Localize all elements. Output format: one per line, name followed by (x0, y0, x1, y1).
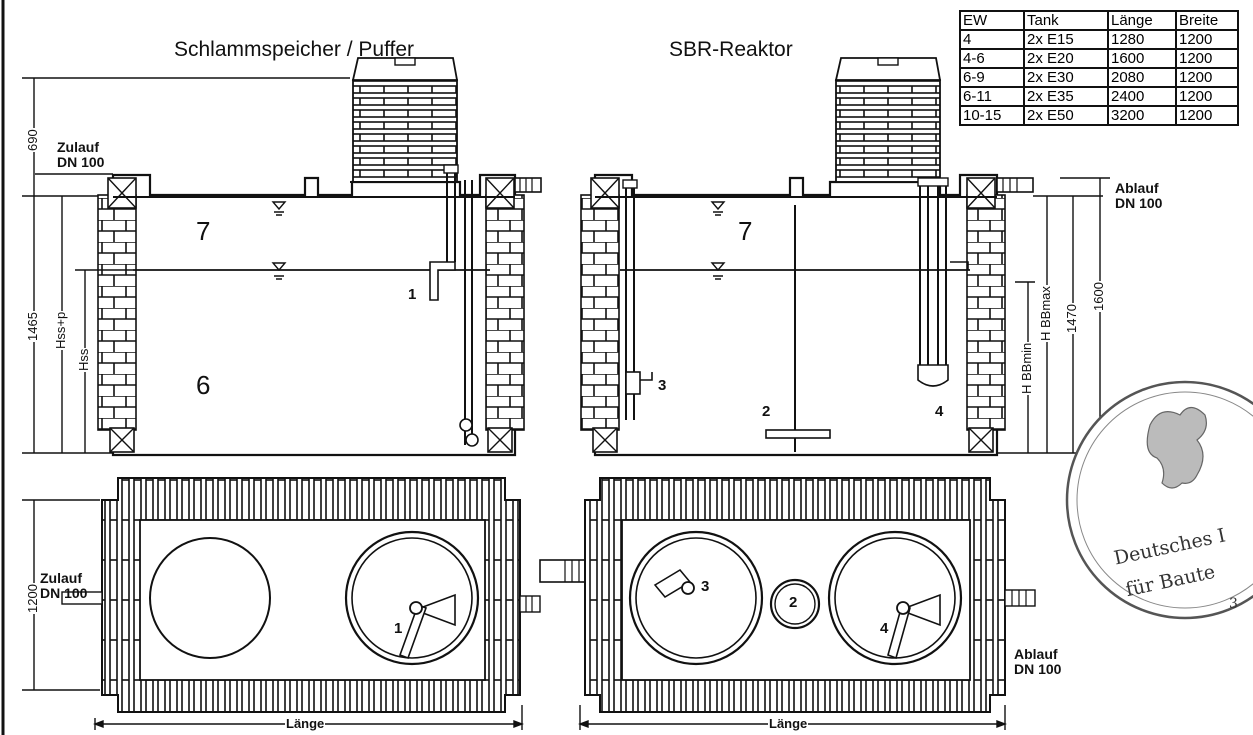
zone-7-right: 7 (738, 216, 753, 246)
table-cell: 2x E20 (1023, 48, 1109, 69)
right-tank-top-view (584, 477, 1036, 713)
table-cell: 2x E35 (1023, 86, 1109, 107)
component-4-top: 4 (880, 620, 889, 637)
table-cell: 4 (959, 29, 1025, 50)
table-cell: 1280 (1107, 29, 1177, 50)
outlet-text: Ablauf (1115, 180, 1159, 196)
outlet-dn-text: DN 100 (1115, 195, 1163, 211)
component-4-side: 4 (935, 403, 944, 420)
table-cell: 4-6 (959, 48, 1025, 69)
component-3-top: 3 (701, 578, 710, 595)
component-3-side: 3 (658, 377, 667, 394)
table-cell: 1200 (1175, 67, 1239, 88)
inlet-dn-text: DN 100 (57, 154, 105, 170)
component-2-top: 2 (789, 594, 798, 611)
table-cell: 2x E15 (1023, 29, 1109, 50)
table-row: 6-11 2x E35 2400 1200 (959, 86, 1239, 107)
outlet-label-top: Ablauf DN 100 (1014, 647, 1061, 677)
dim-hss-p: Hss+p (53, 310, 68, 350)
left-tank-side-view (35, 57, 542, 457)
size-table: EW Tank Länge Breite 4 2x E15 1280 1200 … (959, 10, 1239, 126)
table-cell: 3200 (1107, 105, 1177, 126)
inlet-text: Zulauf (40, 570, 82, 586)
dim-length-right: Länge (768, 716, 809, 731)
table-cell: 1600 (1107, 48, 1177, 69)
stamp-number: 3 (1229, 596, 1238, 612)
left-tank-title: Schlammspeicher / Puffer (174, 38, 415, 61)
inlet-dn-text: DN 100 (40, 585, 88, 601)
official-seal-stamp (1065, 380, 1253, 620)
outlet-label-side: Ablauf DN 100 (1115, 181, 1162, 211)
right-tank-title: SBR-Reaktor (669, 38, 793, 61)
table-cell: 1200 (1175, 86, 1239, 107)
dim-1200: 1200 (25, 583, 40, 614)
table-header: Breite (1175, 10, 1239, 31)
left-tank-top-view (61, 477, 541, 713)
dim-1465: 1465 (25, 311, 40, 342)
table-header-row: EW Tank Länge Breite (959, 10, 1239, 31)
dim-1470: 1470 (1064, 303, 1079, 334)
table-cell: 1200 (1175, 48, 1239, 69)
inlet-label-side: Zulauf DN 100 (57, 140, 104, 170)
component-2-side: 2 (762, 403, 771, 420)
table-cell: 1200 (1175, 105, 1239, 126)
component-1-top: 1 (394, 620, 403, 637)
dim-690: 690 (25, 128, 40, 152)
table-cell: 6-11 (959, 86, 1025, 107)
table-cell: 1200 (1175, 29, 1239, 50)
table-row: 10-15 2x E50 3200 1200 (959, 105, 1239, 126)
table-cell: 2x E30 (1023, 67, 1109, 88)
table-header: Länge (1107, 10, 1177, 31)
right-tank-side-view (580, 57, 1103, 457)
dim-hbbmin: H BBmin (1019, 341, 1034, 395)
table-cell: 6-9 (959, 67, 1025, 88)
zone-7-left: 7 (196, 216, 211, 246)
dim-1600: 1600 (1091, 281, 1106, 312)
dim-length-left: Länge (285, 716, 326, 731)
table-cell: 2x E50 (1023, 105, 1109, 126)
inlet-text: Zulauf (57, 139, 99, 155)
outlet-dn-text: DN 100 (1014, 661, 1062, 677)
table-cell: 10-15 (959, 105, 1025, 126)
inlet-label-top: Zulauf DN 100 (40, 571, 87, 601)
component-1-side: 1 (408, 286, 417, 303)
dim-hss: Hss (76, 347, 91, 372)
table-row: 4 2x E15 1280 1200 (959, 29, 1239, 50)
table-cell: 2080 (1107, 67, 1177, 88)
table-row: 4-6 2x E20 1600 1200 (959, 48, 1239, 69)
table-header: EW (959, 10, 1025, 31)
table-row: 6-9 2x E30 2080 1200 (959, 67, 1239, 88)
table-cell: 2400 (1107, 86, 1177, 107)
outlet-text: Ablauf (1014, 646, 1058, 662)
zone-6-left: 6 (196, 370, 211, 400)
dim-hbbmax: H BBmax (1038, 285, 1053, 342)
table-header: Tank (1023, 10, 1109, 31)
